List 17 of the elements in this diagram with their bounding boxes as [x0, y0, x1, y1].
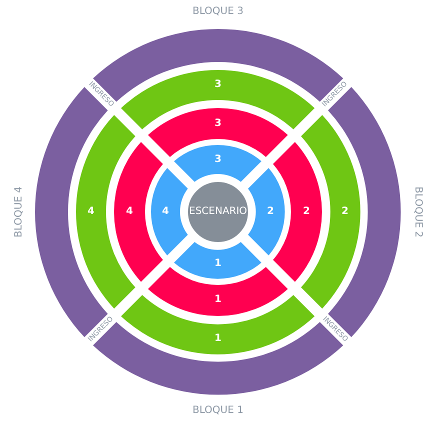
- stage-label: ESCENARIO: [189, 207, 248, 217]
- block-label: BLOQUE 4: [14, 186, 24, 238]
- section-number: 3: [214, 80, 222, 90]
- section-number: 2: [341, 206, 348, 217]
- block-label: BLOQUE 3: [192, 7, 244, 17]
- section-number: 4: [162, 206, 169, 217]
- section-number: 3: [214, 154, 222, 164]
- block-label: BLOQUE 2: [412, 186, 423, 238]
- section-number: 2: [302, 206, 310, 217]
- section-number: 4: [88, 206, 94, 217]
- section-number: 2: [266, 206, 274, 217]
- block-label: BLOQUE 1: [192, 406, 244, 416]
- section-number: 3: [214, 118, 222, 128]
- section-number: 1: [214, 295, 222, 306]
- section-number: 1: [214, 259, 222, 270]
- section-number: 4: [126, 206, 133, 217]
- section-number: 1: [214, 334, 222, 344]
